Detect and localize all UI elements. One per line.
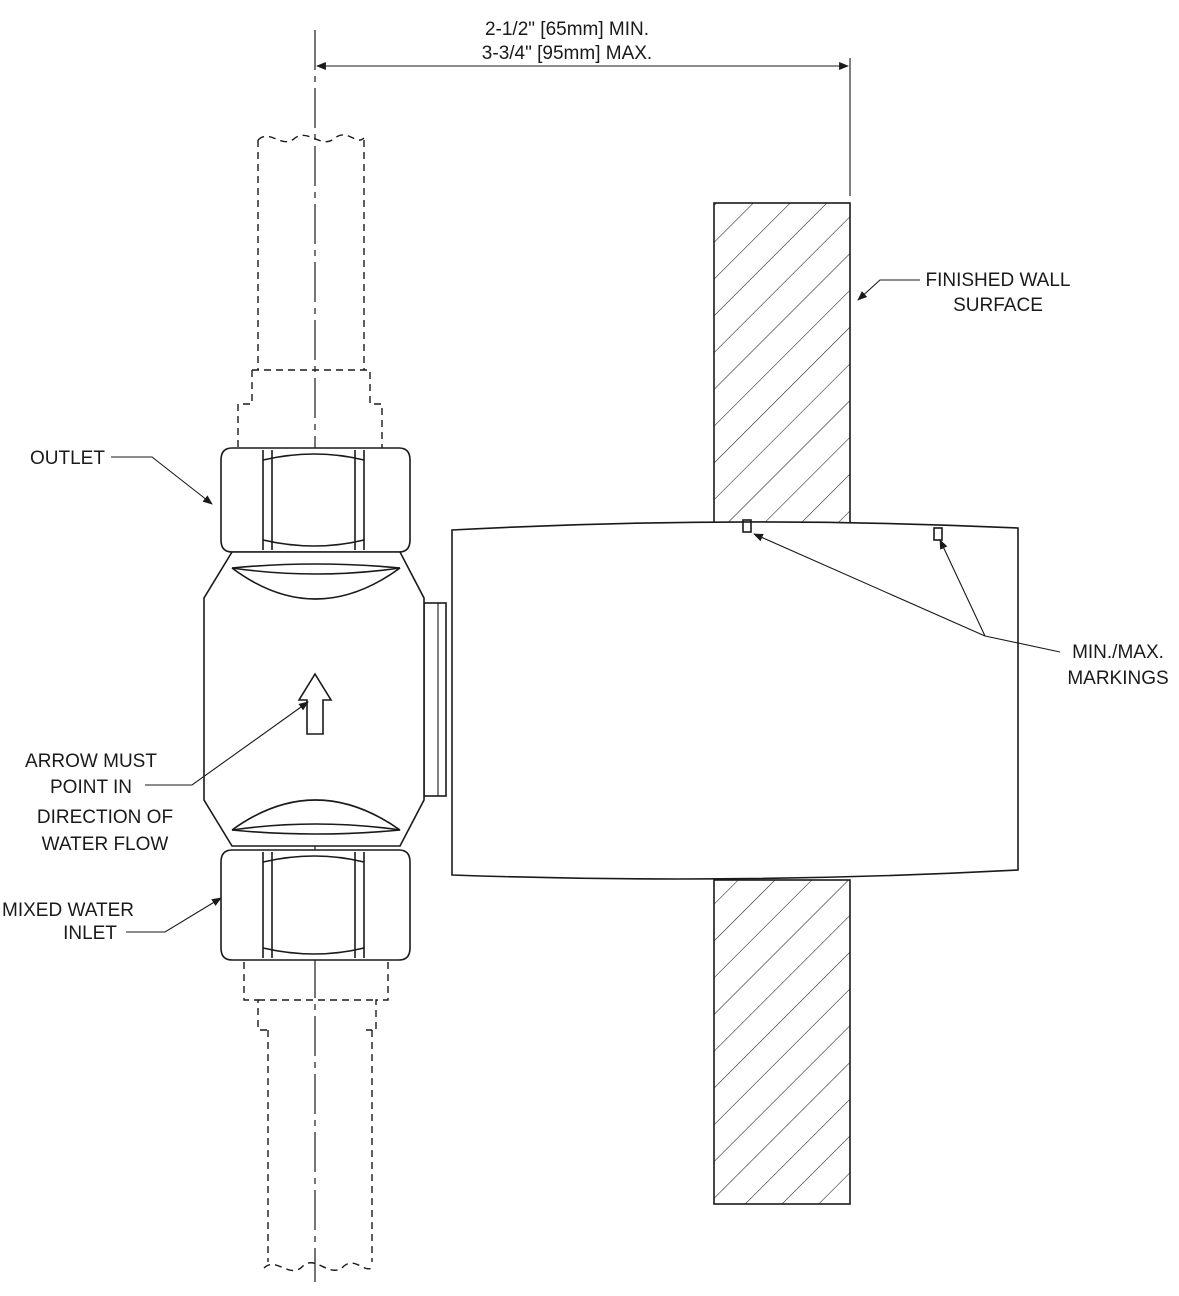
markings-label-line2: MARKINGS	[1067, 668, 1168, 689]
wall-section-upper	[713, 202, 851, 526]
finished-wall-label-line2: SURFACE	[953, 295, 1043, 316]
outlet-label: OUTLET	[30, 448, 105, 469]
arrow-instruction-label-line4: WATER FLOW	[42, 834, 169, 855]
outlet-hex-nut	[220, 447, 411, 553]
wall-section-lower	[713, 879, 851, 1205]
valve-stem-connector	[423, 602, 447, 797]
inlet-label: MIXED WATER	[2, 900, 134, 921]
dimension-max-label: 3-3/4" [95mm] MAX.	[482, 43, 652, 64]
flow-direction-arrow-icon	[297, 672, 333, 735]
inlet-hex-nut	[220, 849, 411, 961]
arrow-instruction-label: ARROW MUST	[25, 751, 157, 772]
markings-label: MIN./MAX.	[1072, 642, 1164, 663]
leader-lines	[111, 279, 1061, 933]
upper-pipe-phantom	[237, 134, 383, 448]
arrow-instruction-label-line2: POINT IN	[50, 777, 132, 798]
valve-body	[451, 519, 1019, 880]
lower-pipe-phantom	[243, 962, 389, 1272]
inlet-label-line2: INLET	[63, 923, 117, 944]
arrow-instruction-label-line3: DIRECTION OF	[37, 807, 173, 828]
wall-depth-dimension	[316, 58, 851, 196]
finished-wall-label: FINISHED WALL	[926, 270, 1071, 291]
dimension-min-label: 2-1/2" [65mm] MIN.	[485, 19, 649, 40]
